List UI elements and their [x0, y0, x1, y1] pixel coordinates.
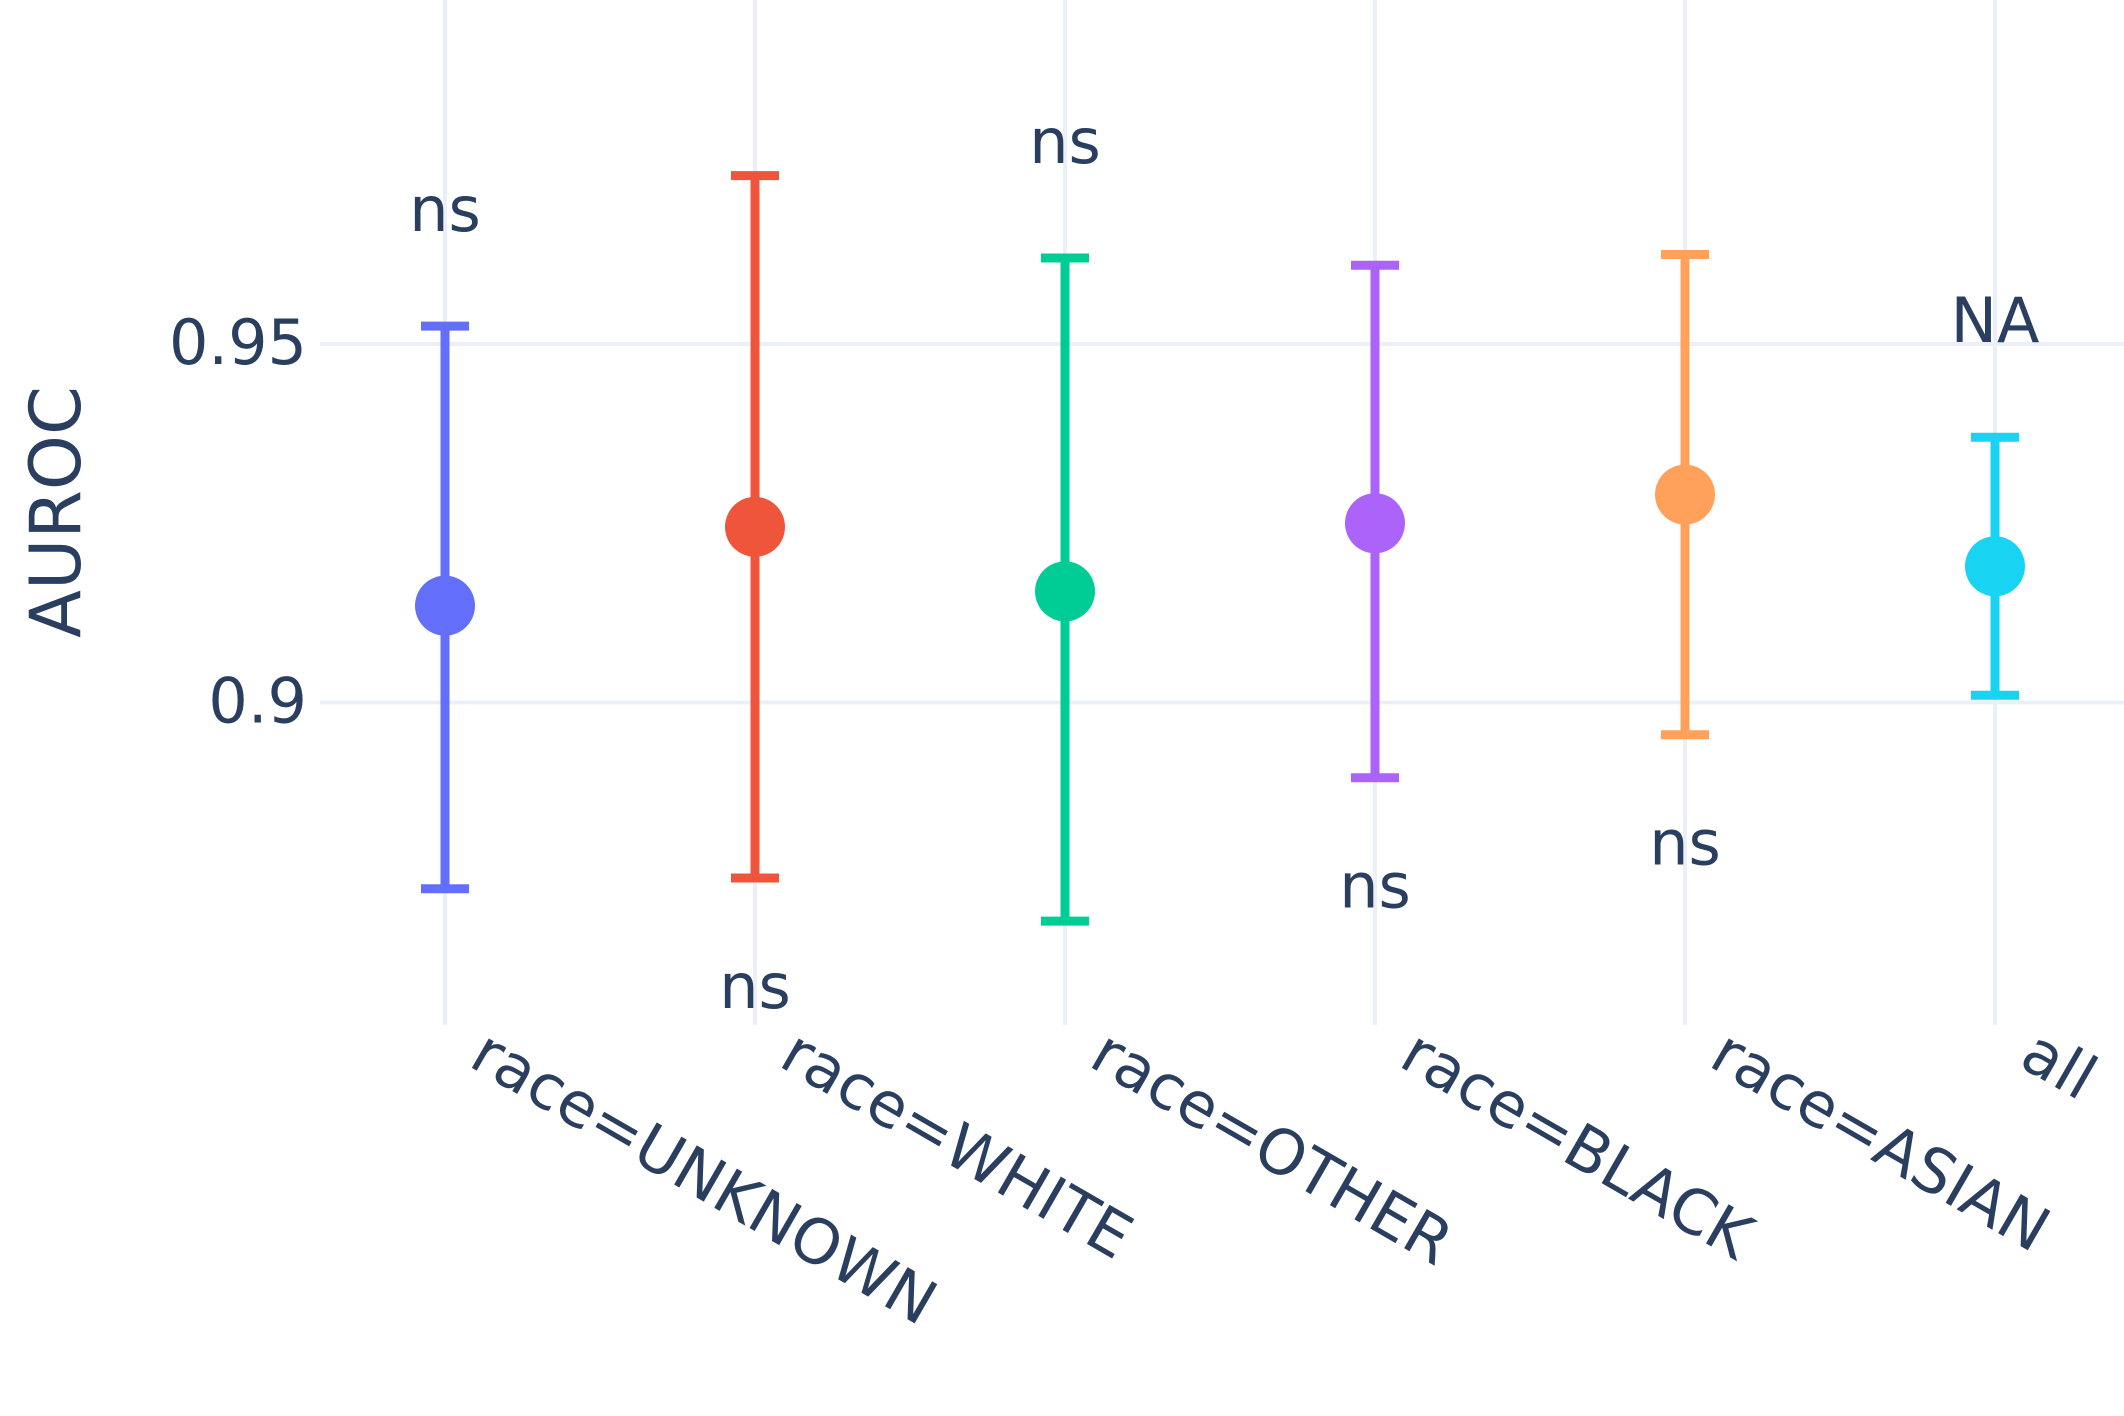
data-point[interactable]: [1345, 493, 1405, 554]
significance-label: ns: [1649, 807, 1721, 880]
data-point-group: [1345, 260, 1405, 783]
significance-label: ns: [1029, 105, 1101, 178]
data-point[interactable]: [1965, 536, 2025, 597]
significance-label: ns: [1339, 850, 1411, 923]
y-axis-label: AUROC: [15, 386, 97, 638]
data-marks: [415, 171, 2025, 926]
data-point[interactable]: [725, 496, 785, 557]
data-point[interactable]: [1035, 561, 1095, 622]
data-point[interactable]: [1655, 464, 1715, 525]
x-axis-ticks: race=UNKNOWNrace=WHITErace=OTHERrace=BLA…: [460, 1015, 2109, 1340]
significance-label: ns: [409, 173, 481, 246]
data-point-group: [1965, 432, 2025, 700]
data-point-group: [725, 171, 785, 883]
data-point-group: [1655, 249, 1715, 740]
significance-label: ns: [719, 950, 791, 1023]
y-axis-ticks: 0.9 0.95: [169, 306, 307, 737]
data-point[interactable]: [415, 575, 475, 636]
x-tick-label: all: [2010, 1015, 2109, 1114]
y-tick-label: 0.9: [208, 664, 307, 737]
data-point-group: [1035, 253, 1095, 926]
grid: [320, 0, 2124, 1025]
data-point-group: [415, 321, 475, 894]
y-tick-label: 0.95: [169, 306, 307, 379]
significance-label: NA: [1951, 284, 2040, 357]
